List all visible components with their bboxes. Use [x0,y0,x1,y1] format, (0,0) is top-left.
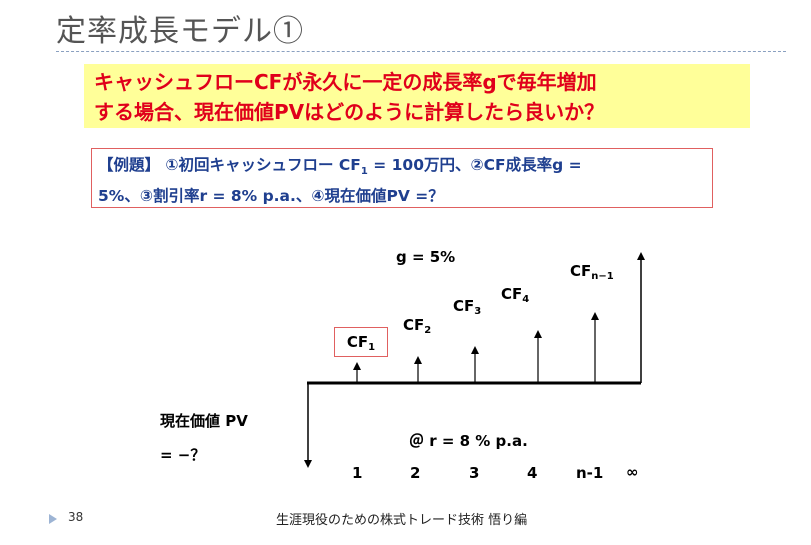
cf-label-3: CF3 [453,297,481,317]
period-infinity: ∞ [626,463,639,481]
slide-title: 定率成長モデル① [56,14,304,49]
pv-value: = −？ [160,446,206,464]
period-4: 4 [527,464,538,482]
growth-label: g = 5% [396,248,456,266]
example-line-1: 【例題】 ①初回キャッシュフロー CF1 = 100万円、②CF成長率g = [98,153,706,184]
cf-label-3-sub: 3 [474,306,482,317]
footer-text: 生涯現役のための株式トレード技術 悟り編 [276,513,528,528]
cf-label-4: CF4 [501,285,529,305]
cf-label-n-1: CFn−1 [570,262,618,286]
example-line-1-sub: 1 [360,166,368,178]
cf-label-n-1-sub: n−1 [591,271,614,282]
period-2: 2 [410,464,421,482]
cf-label-1: CF1 [334,327,388,357]
cf-label-4-sub: 4 [522,294,530,305]
example-line-1-text: 【例題】 ①初回キャッシュフロー CF [98,156,361,174]
cf-label-2: CF2 [403,316,431,336]
cf-label-4-base: CF [501,285,523,303]
cf-label-3-base: CF [453,297,475,315]
cf-label-1-base: CF [346,333,369,351]
period-1: 1 [352,464,363,482]
discount-rate-label: ＠ r = 8 % p.a. [409,432,528,450]
cf-label-2-sub: 2 [424,325,432,336]
example-line-1-rest: = 100万円、②CF成長率g = [367,156,582,174]
pv-label: 現在価値 PV [160,412,248,430]
cf-label-1-sub: 1 [368,342,376,353]
question-line-2: する場合、現在価値PVはどのように計算したら良いか？ [94,100,605,124]
footer-arrow-icon [49,514,57,524]
cf-label-2-base: CF [403,316,425,334]
question-box: キャッシュフローCFが永久に一定の成長率gで毎年増加 する場合、現在価値PVはど… [84,64,750,128]
question-line-1: キャッシュフローCFが永久に一定の成長率gで毎年増加 [94,70,597,94]
example-box: 【例題】 ①初回キャッシュフロー CF1 = 100万円、②CF成長率g = 5… [91,148,713,208]
title-divider [56,51,786,52]
page-number: 38 [68,510,84,524]
example-line-2: 5%、③割引率r = 8% p.a.、④現在価値PV =？ [98,187,444,206]
period-n-1: n-1 [576,464,604,482]
period-3: 3 [469,464,480,482]
cf-label-n-1-base: CF [570,262,592,280]
